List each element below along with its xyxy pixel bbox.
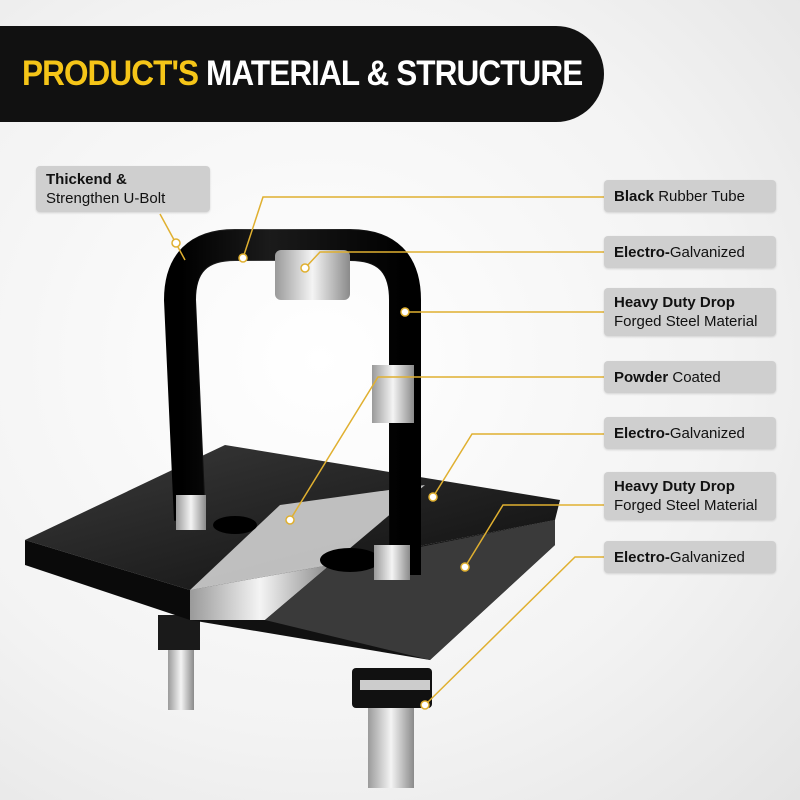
base-plate	[25, 445, 560, 660]
callout-forged-steel-2: Heavy Duty Drop Forged Steel Material	[604, 472, 776, 520]
lower-bolt-right	[352, 668, 432, 788]
lower-bolt-left	[158, 615, 200, 710]
leader-lines	[159, 196, 604, 706]
callout-electro-galvanized-2: Electro-Galvanized	[604, 417, 776, 449]
leader-dots	[171, 238, 470, 710]
callout-forged-steel-1: Heavy Duty Drop Forged Steel Material	[604, 288, 776, 336]
callout-electro-galvanized-3: Electro-Galvanized	[604, 541, 776, 573]
callout-rubber-tube: Black Rubber Tube	[604, 180, 776, 212]
callout-u-bolt: Thickend & Strengthen U-Bolt	[36, 166, 210, 212]
title-banner: PRODUCT'S MATERIAL & STRUCTURE	[0, 26, 604, 122]
page-title: PRODUCT'S MATERIAL & STRUCTURE	[22, 54, 583, 93]
u-bolt	[163, 229, 421, 580]
callout-powder-coated: Powder Coated	[604, 361, 776, 393]
callout-electro-galvanized-1: Electro-Galvanized	[604, 236, 776, 268]
